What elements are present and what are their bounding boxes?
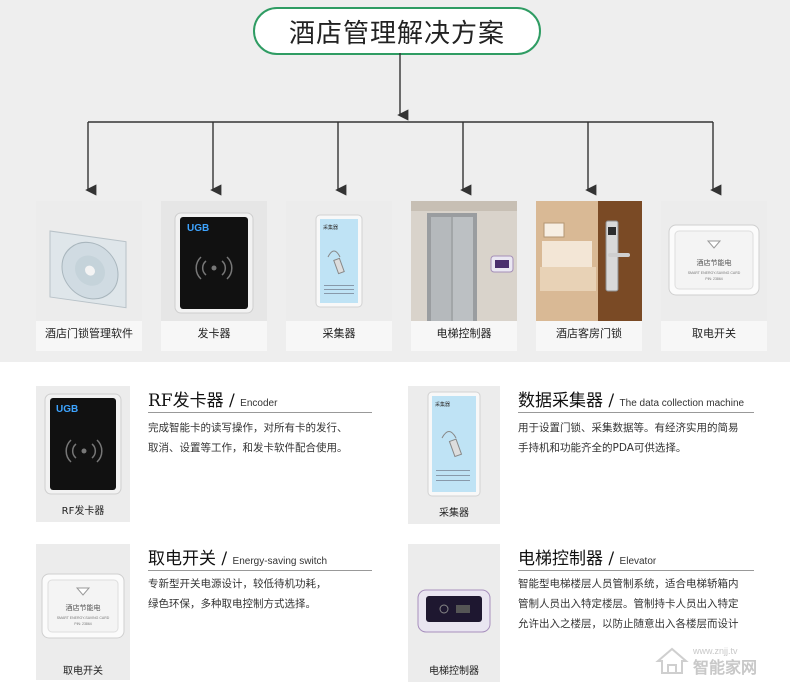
product-card-collector[interactable]: 采集器 采集器: [286, 201, 392, 351]
product-label: 酒店门锁管理软件: [45, 327, 133, 340]
product-card-software[interactable]: 酒店门锁管理软件: [36, 201, 142, 351]
svg-text:采集器: 采集器: [435, 401, 450, 408]
section-desc-encoder: 完成智能卡的读写操作，对所有卡的发行、 取消、设置等工作，和发卡软件配合使用。: [148, 422, 348, 454]
watermark-url: www.znjj.tv: [693, 646, 738, 656]
product-card-door-lock[interactable]: 酒店客房门锁: [536, 201, 642, 351]
product-label: 采集器: [322, 327, 356, 340]
svg-text:PIN: 23864: PIN: 23864: [74, 622, 92, 626]
product-card-encoder[interactable]: UGB 发卡器: [161, 201, 267, 351]
house-logo-icon: [655, 647, 689, 674]
collector-image: 采集器 采集器: [408, 386, 500, 524]
collector-image-label: 采集器: [439, 508, 469, 519]
svg-text:SMART ENERGY-SAVING CARD: SMART ENERGY-SAVING CARD: [688, 271, 741, 275]
section-title-encoder: RF发卡器 / Encoder: [148, 391, 278, 411]
section-desc-switch: 专新型开关电源设计，较低待机功耗， 绿色环保，多种取电控制方式选择。: [148, 578, 327, 610]
elevator-controller-image: 电梯控制器: [408, 544, 500, 682]
svg-text:SMART ENERGY-SAVING CARD: SMART ENERGY-SAVING CARD: [57, 616, 110, 620]
data-collector-icon: 采集器: [286, 201, 392, 321]
svg-text:PIN: 23864: PIN: 23864: [705, 277, 723, 281]
product-card-elevator[interactable]: 电梯控制器: [411, 201, 517, 351]
section-title-elevator: 电梯控制器 / Elevator: [518, 549, 657, 569]
hotel-door-lock-icon: [536, 201, 642, 321]
connector-lines: [85, 53, 722, 196]
svg-text:酒店节能电: 酒店节能电: [697, 258, 732, 267]
section-title-switch: 取电开关 / Energy-saving switch: [148, 549, 328, 569]
section-desc-elevator: 智能型电梯楼层人员管制系统，适合电梯轿箱内 管制人员出入特定楼层。管制持卡人员出…: [518, 578, 739, 630]
switch-image-label: 取电开关: [63, 666, 103, 677]
svg-text:UGB: UGB: [187, 223, 209, 234]
svg-text:酒店节能电: 酒店节能电: [66, 603, 101, 612]
section-divider: [518, 570, 754, 571]
switch-image: 酒店节能电 SMART ENERGY-SAVING CARD PIN: 2386…: [36, 544, 130, 680]
energy-switch-icon: 酒店节能电 SMART ENERGY-SAVING CARD PIN: 2386…: [661, 201, 767, 321]
section-title-collector: 数据采集器 / The data collection machine: [518, 391, 745, 411]
svg-text:UGB: UGB: [56, 404, 78, 415]
software-cd-icon: [36, 201, 142, 321]
product-label: 取电开关: [692, 327, 736, 340]
encoder-image-label: RF发卡器: [61, 506, 105, 517]
watermark-brand: 智能家网: [693, 660, 758, 677]
section-desc-collector: 用于设置门锁、采集数据等。有经济实用的简易 手持机和功能齐全的PDA可供选择。: [518, 422, 739, 454]
page-title: 酒店管理解决方案: [253, 7, 541, 55]
encoder-image: UGB RF发卡器: [36, 386, 130, 522]
product-label: 酒店客房门锁: [556, 327, 622, 340]
section-divider: [148, 570, 372, 571]
svg-text:采集器: 采集器: [323, 224, 338, 231]
product-label: 电梯控制器: [436, 327, 492, 340]
card-encoder-icon: UGB: [161, 201, 267, 321]
product-card-energy-switch[interactable]: 酒店节能电 SMART ENERGY-SAVING CARD PIN: 2386…: [661, 201, 767, 351]
elevator-icon: [411, 201, 517, 321]
product-label: 发卡器: [197, 327, 231, 340]
section-divider: [148, 412, 372, 413]
elevator-image-label: 电梯控制器: [429, 666, 479, 677]
section-divider: [518, 412, 754, 413]
